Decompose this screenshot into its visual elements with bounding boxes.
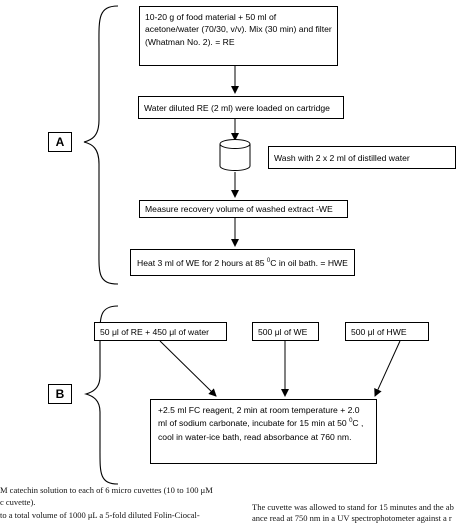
brace-a: [83, 5, 119, 285]
arrow-input1-final: [159, 340, 217, 397]
input3-box: 500 μl of HWE: [345, 322, 429, 341]
input2-box: 500 μl of WE: [252, 322, 319, 341]
degree-superscript-b: 0: [349, 418, 353, 425]
wash-box: Wash with 2 x 2 ml of distilled water: [268, 146, 456, 169]
degree-superscript: 0: [266, 258, 271, 265]
input1-box: 50 μl of RE + 450 μl of water: [94, 322, 227, 341]
step1-text: 10-20 g of food material + 50 ml of acet…: [145, 12, 332, 47]
final-text-pre: +2.5 ml FC reagent, 2 min at room temper…: [158, 405, 360, 429]
step2-box: Water diluted RE (2 ml) were loaded on c…: [138, 96, 344, 119]
input2-text: 500 μl of WE: [258, 327, 308, 337]
footer-left-line2: c cuvette).: [0, 497, 36, 507]
footer-left-line1: M catechin solution to each of 6 micro c…: [0, 485, 213, 495]
step4-text-post: C in oil bath. = HWE: [270, 258, 348, 268]
step3-box: Measure recovery volume of washed extrac…: [139, 200, 348, 218]
final-step-box: +2.5 ml FC reagent, 2 min at room temper…: [150, 399, 377, 464]
input1-text: 50 μl of RE + 450 μl of water: [100, 327, 210, 337]
final-text-post: C , cool in water-ice bath, read absorba…: [158, 418, 364, 442]
section-a-label: A: [48, 132, 72, 152]
arrow-input3-final: [374, 340, 401, 397]
step2-text: Water diluted RE (2 ml) were loaded on c…: [144, 103, 330, 113]
step3-text: Measure recovery volume of washed extrac…: [145, 204, 333, 214]
step1-box: 10-20 g of food material + 50 ml of acet…: [139, 6, 338, 66]
footer-right-line1: The cuvette was allowed to stand for 15 …: [252, 502, 454, 512]
footer-right-line2: ance read at 750 nm in a UV spectrophoto…: [252, 513, 452, 523]
section-a-label-text: A: [55, 135, 65, 149]
section-b-label: B: [48, 384, 72, 404]
input3-text: 500 μl of HWE: [351, 327, 407, 337]
step4-box: Heat 3 ml of WE for 2 hours at 85 0C in …: [130, 249, 355, 276]
step4-text-pre: Heat 3 ml of WE for 2 hours at 85: [137, 258, 267, 268]
cartridge-icon: [219, 139, 251, 171]
section-b-label-text: B: [55, 387, 65, 401]
footer-left-line3: to a total volume of 1000 μL a 5-fold di…: [0, 510, 200, 520]
wash-text: Wash with 2 x 2 ml of distilled water: [274, 153, 410, 163]
